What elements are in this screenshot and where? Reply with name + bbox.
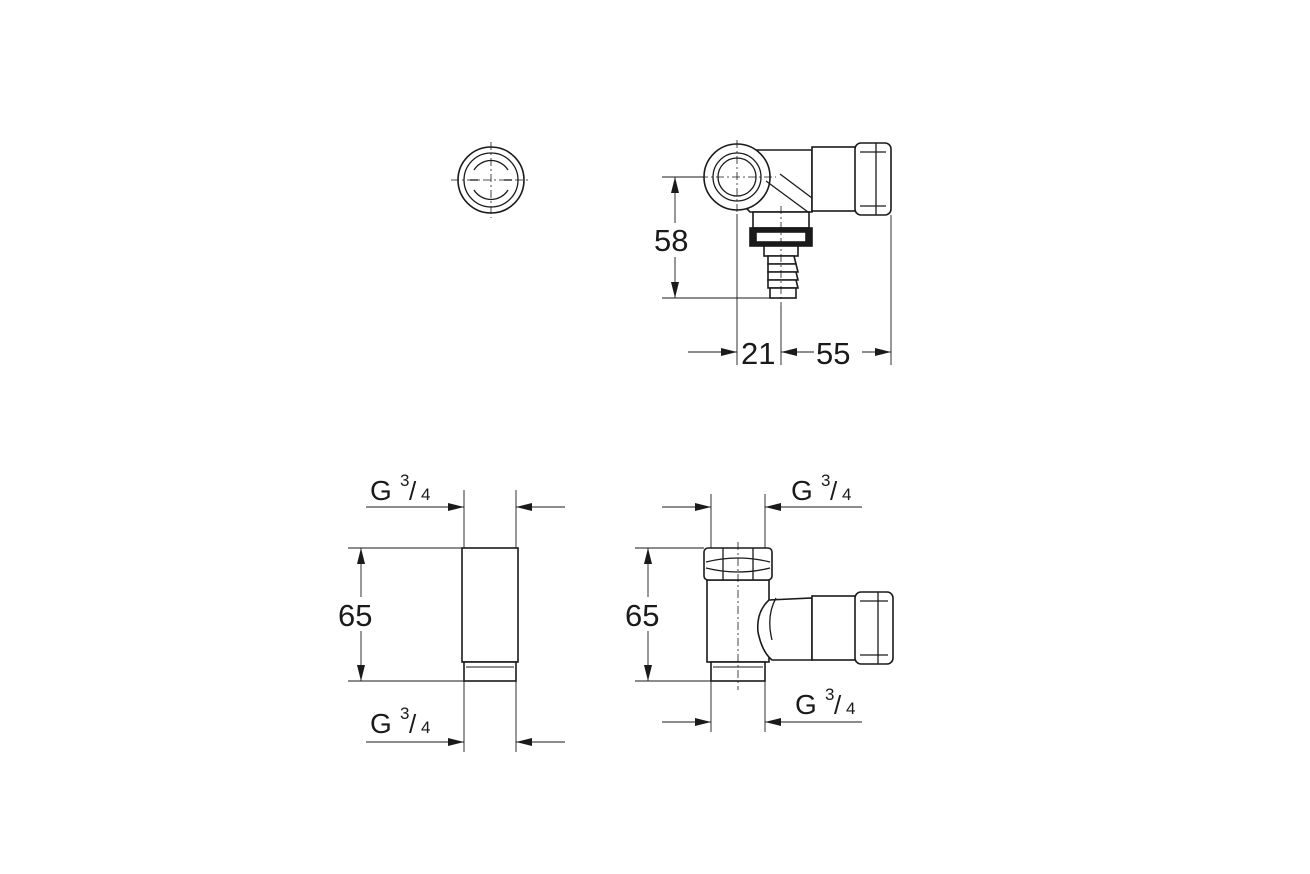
thread-numerator: 3 [825,685,834,704]
thread-numerator: 3 [400,471,409,490]
side-view-valve [700,140,892,305]
thread-slash: / [409,709,417,739]
dimension-65-left-label: 65 [338,598,372,633]
thread-dimension-top-right: G 3 / 4 [662,471,862,548]
dimension-65-left: 65 [336,547,464,682]
front-view-valve [703,542,894,690]
thread-dimension-bottom-right: G 3 / 4 [662,681,862,732]
dimension-65-right-label: 65 [625,598,659,633]
thread-letter: G [370,475,392,506]
thread-letter: G [795,689,817,720]
thread-denominator: 4 [846,699,855,718]
dimension-21-label: 21 [741,336,775,371]
dimension-55-label: 55 [816,336,850,371]
thread-dimension-top-left: G 3 / 4 [366,471,565,548]
dimension-21-55: 21 55 [688,214,892,371]
dimension-58-label: 58 [654,223,688,258]
dimension-58: 58 [654,176,770,299]
thread-slash: / [830,476,838,506]
dimension-65-right: 65 [624,547,711,682]
end-view-circle [451,142,531,218]
thread-numerator: 3 [400,704,409,723]
thread-denominator: 4 [842,485,851,504]
thread-denominator: 4 [421,718,430,737]
thread-letter: G [791,475,813,506]
thread-slash: / [409,476,417,506]
thread-denominator: 4 [421,485,430,504]
thread-numerator: 3 [821,471,830,490]
thread-dimension-bottom-left: G 3 / 4 [366,681,565,752]
thread-letter: G [370,708,392,739]
thread-slash: / [834,690,842,720]
front-view-extension [461,547,519,682]
